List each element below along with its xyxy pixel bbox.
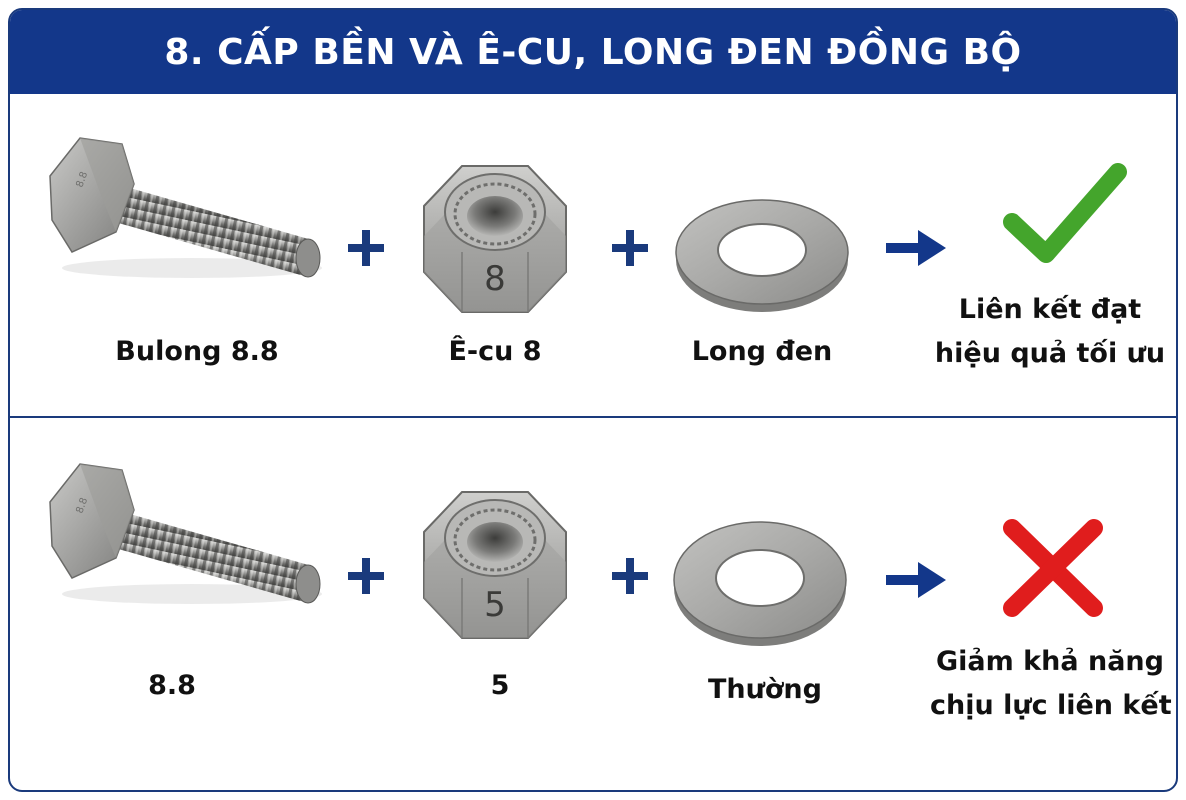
- row-incorrect-combination: 8.8 8.8 5 5: [10, 418, 1176, 790]
- plus-icon: [346, 556, 386, 601]
- washer-label: Long đen: [691, 336, 833, 367]
- washer-image: [672, 194, 852, 314]
- result-line-2: chịu lực liên kết: [930, 690, 1172, 721]
- nut-image: 8: [410, 162, 580, 322]
- result-line-1: Giảm khả năng: [936, 646, 1164, 677]
- nut-label: 5: [490, 670, 510, 701]
- result-text: Liên kết đạt hiệu quả tối ưu: [930, 288, 1170, 376]
- page-title: 8. CẤP BỀN VÀ Ê-CU, LONG ĐEN ĐỒNG BỘ: [164, 31, 1022, 73]
- arrow-right-icon: [884, 228, 948, 273]
- washer-image: [670, 516, 850, 652]
- arrow-right-icon: [884, 560, 948, 605]
- bolt-label: 8.8: [148, 670, 196, 701]
- info-card: 8. CẤP BỀN VÀ Ê-CU, LONG ĐEN ĐỒNG BỘ 8.8…: [8, 8, 1178, 792]
- row-correct-combination: 8.8 Bulong 8.8 8 Ê-cu 8: [10, 94, 1176, 416]
- check-icon: [1000, 160, 1130, 270]
- cross-icon: [1000, 516, 1106, 620]
- nut-mark: 5: [484, 585, 506, 625]
- result-line-2: hiệu quả tối ưu: [934, 338, 1166, 369]
- result-line-1: Liên kết đạt: [958, 294, 1142, 325]
- bolt-label: Bulong 8.8: [115, 336, 279, 367]
- nut-label: Ê-cu 8: [448, 336, 542, 367]
- svg-text:8.8: 8.8: [74, 496, 90, 515]
- plus-icon: [346, 228, 386, 273]
- nut-image: 5: [410, 488, 580, 648]
- nut-mark: 8: [484, 259, 506, 299]
- washer-label: Thường: [708, 674, 822, 705]
- bolt-image: 8.8: [42, 128, 332, 288]
- svg-text:8.8: 8.8: [74, 170, 90, 189]
- plus-icon: [610, 556, 650, 601]
- plus-icon: [610, 228, 650, 273]
- row-divider: [10, 416, 1176, 418]
- result-text: Giảm khả năng chịu lực liên kết: [930, 640, 1172, 728]
- header-banner: 8. CẤP BỀN VÀ Ê-CU, LONG ĐEN ĐỒNG BỘ: [10, 10, 1176, 94]
- bolt-image: 8.8: [42, 454, 332, 614]
